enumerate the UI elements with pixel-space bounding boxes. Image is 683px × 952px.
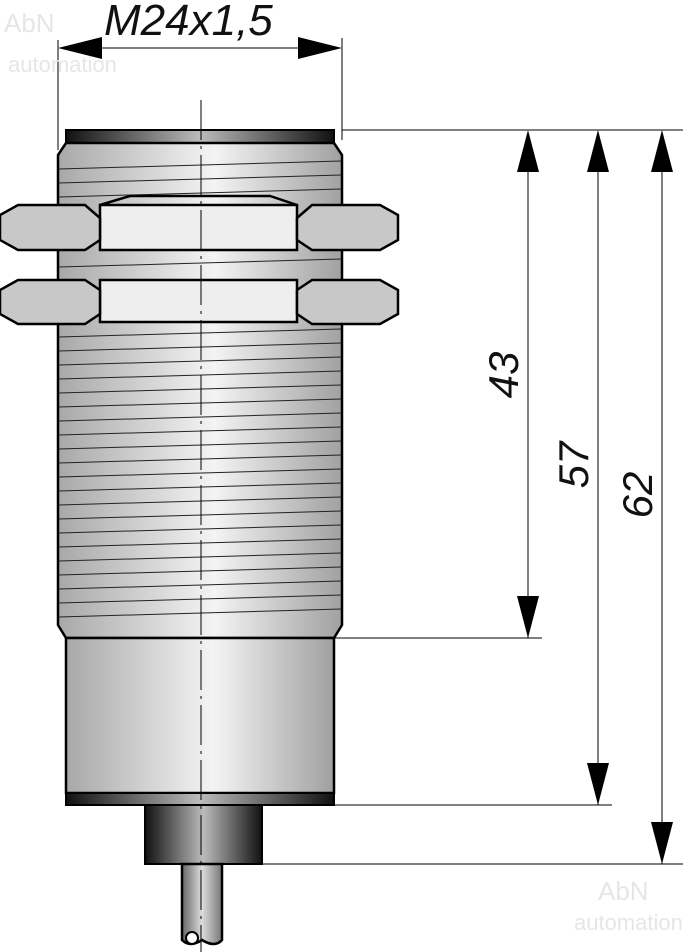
thread-line xyxy=(58,538,342,548)
extension-lines xyxy=(262,129,683,865)
body-length-dimension: 57 xyxy=(550,130,609,805)
thread-line xyxy=(58,370,342,380)
svg-text:AbN: AbN xyxy=(598,876,649,906)
sensor-sleeve xyxy=(64,636,336,795)
nut-upper xyxy=(0,194,400,252)
thread-line xyxy=(58,328,342,338)
cable xyxy=(180,862,224,946)
thread-line xyxy=(58,608,342,618)
thread-line xyxy=(58,496,342,506)
thread-dimension: M24x1,5 xyxy=(57,0,343,150)
thread-label: M24x1,5 xyxy=(104,0,273,45)
thread-line xyxy=(58,580,342,590)
thread-length-dimension: 43 xyxy=(480,130,539,638)
thread-line xyxy=(58,342,342,352)
thread-line xyxy=(58,426,342,436)
body-length-label: 57 xyxy=(550,440,597,488)
nut-lower xyxy=(0,278,400,326)
cable-gland xyxy=(144,804,263,865)
thread-line xyxy=(58,566,342,576)
top-ring xyxy=(65,129,335,144)
bottom-ring xyxy=(65,792,335,806)
watermark-bottom: AbN automation xyxy=(574,876,683,935)
svg-text:AbN: AbN xyxy=(4,8,55,38)
thread-line xyxy=(58,258,342,268)
thread-line xyxy=(58,174,342,184)
thread-line xyxy=(58,440,342,450)
total-length-dimension: 62 xyxy=(614,130,673,864)
svg-text:automation: automation xyxy=(574,910,683,935)
thread-line xyxy=(58,412,342,422)
thread-line xyxy=(58,398,342,408)
thread-lines xyxy=(58,160,342,618)
thread-line xyxy=(58,524,342,534)
thread-line xyxy=(58,188,342,198)
thread-line xyxy=(58,454,342,464)
total-length-label: 62 xyxy=(614,472,661,519)
thread-length-label: 43 xyxy=(480,352,527,399)
thread-line xyxy=(58,160,342,170)
thread-line xyxy=(58,552,342,562)
thread-line xyxy=(58,594,342,604)
thread-line xyxy=(58,510,342,520)
thread-line xyxy=(58,356,342,366)
svg-text:automation: automation xyxy=(8,52,117,77)
thread-line xyxy=(58,482,342,492)
watermark-top: AbN automation xyxy=(4,8,117,77)
thread-line xyxy=(58,384,342,394)
thread-line xyxy=(58,468,342,478)
